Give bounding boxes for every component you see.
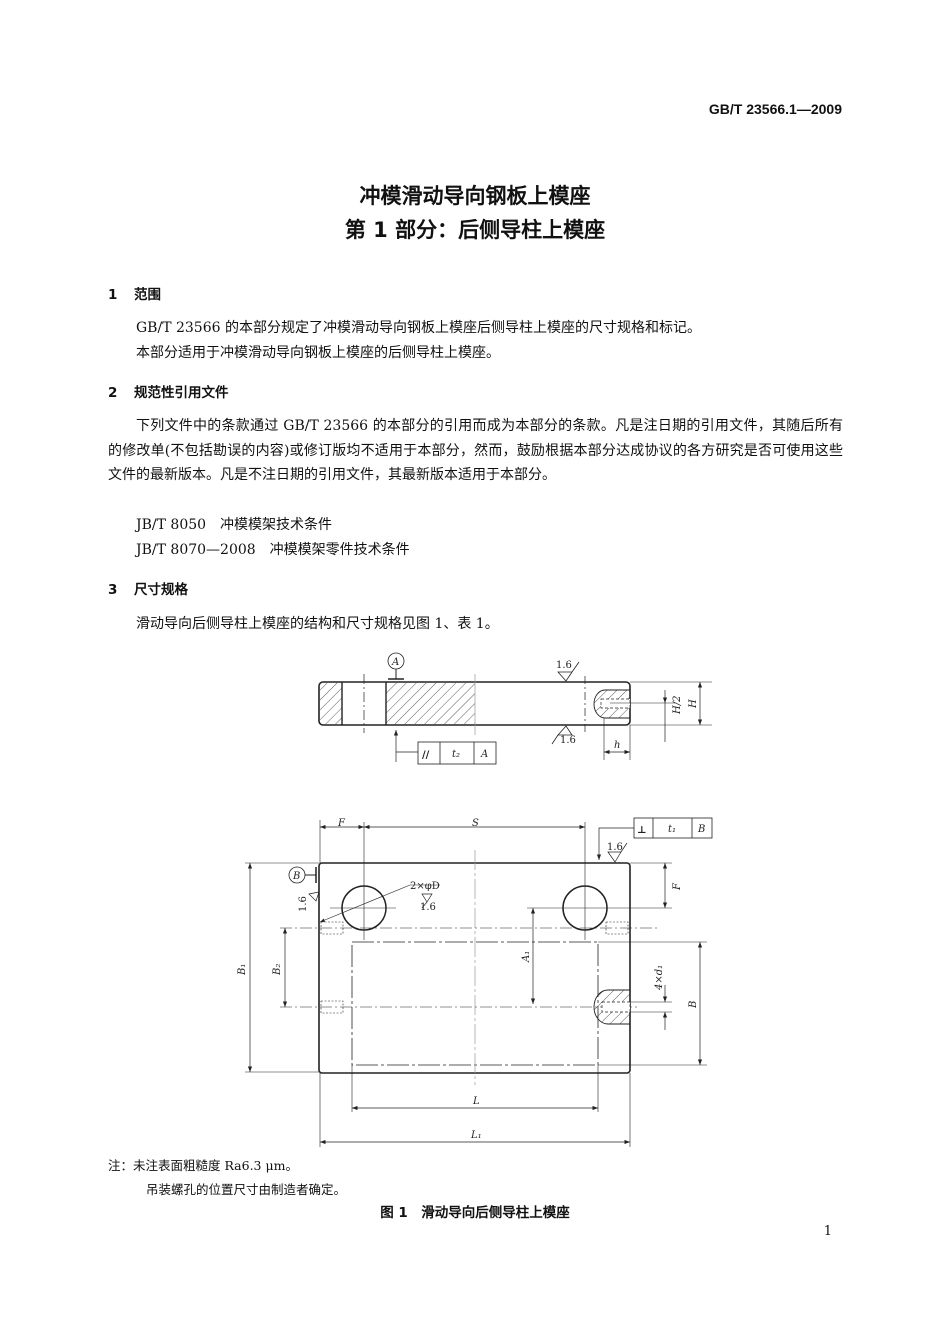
page-number: 1 [823,1224,832,1239]
datum-b-label: B [292,871,300,882]
figure-note: 注：未注表面粗糙度 Ra6.3 μm。 [108,1158,298,1173]
dim-A1: A₁ [521,951,532,963]
paragraph: 本部分适用于冲模滑动导向钢板上模座的后侧导柱上模座。 [136,345,500,361]
dim-F-top: F [337,818,346,829]
parallelism-symbol: // [422,750,430,761]
document-subtitle: 第 1 部分：后侧导柱上模座 [344,218,606,242]
dim-h: h [614,740,620,751]
top-view [245,817,713,1147]
dim-B: B [688,1001,699,1009]
dim-B1: B₁ [237,964,248,976]
perpendicularity-symbol: ⊥ [637,825,647,836]
roughness-left: 1.6 [298,896,309,912]
tolerance-t2: t₂ [452,749,460,760]
dim-F-right: F [672,882,683,891]
dim-L1: L₁ [470,1130,482,1141]
reference-item: JB/T 8070—2008 冲模模架零件技术条件 [136,542,410,558]
roughness-holes: 1.6 [420,902,436,913]
dim-S: S [472,818,479,829]
standard-number: GB/T 23566.1—2009 [708,101,842,117]
side-view [318,652,712,765]
figure-note: 吊装螺孔的位置尺寸由制造者确定。 [146,1182,347,1197]
dim-B2: B₂ [272,964,283,976]
paragraph: 滑动导向后侧导柱上模座的结构和尺寸规格见图 1、表 1。 [136,616,499,632]
dim-L: L [472,1096,480,1107]
datum-ref-a: A [480,749,488,760]
document-title: 冲模滑动导向钢板上模座 [359,184,591,208]
datum-a-label: A [391,657,399,668]
roughness-top: 1.6 [556,660,572,671]
paragraph: GB/T 23566 的本部分规定了冲模滑动导向钢板上模座后侧导柱上模座的尺寸规… [136,320,701,336]
reference-item: JB/T 8050 冲模模架技术条件 [136,517,333,533]
holes-label: 2×φD [410,881,440,892]
dim-d1: 4×d₁ [654,965,665,991]
roughness-bottom: 1.6 [560,735,576,746]
dim-H-half: H/2 [672,696,683,715]
tolerance-t1: t₁ [668,824,676,835]
datum-ref-b: B [697,824,705,835]
paragraph: 下列文件中的条款通过 GB/T 23566 的本部分的引用而成为本部分的条款。凡… [108,418,843,483]
roughness-top-right: 1.6 [607,842,623,853]
dim-H: H [688,699,699,709]
figure-caption: 图 1 滑动导向后侧导柱上模座 [380,1205,570,1221]
